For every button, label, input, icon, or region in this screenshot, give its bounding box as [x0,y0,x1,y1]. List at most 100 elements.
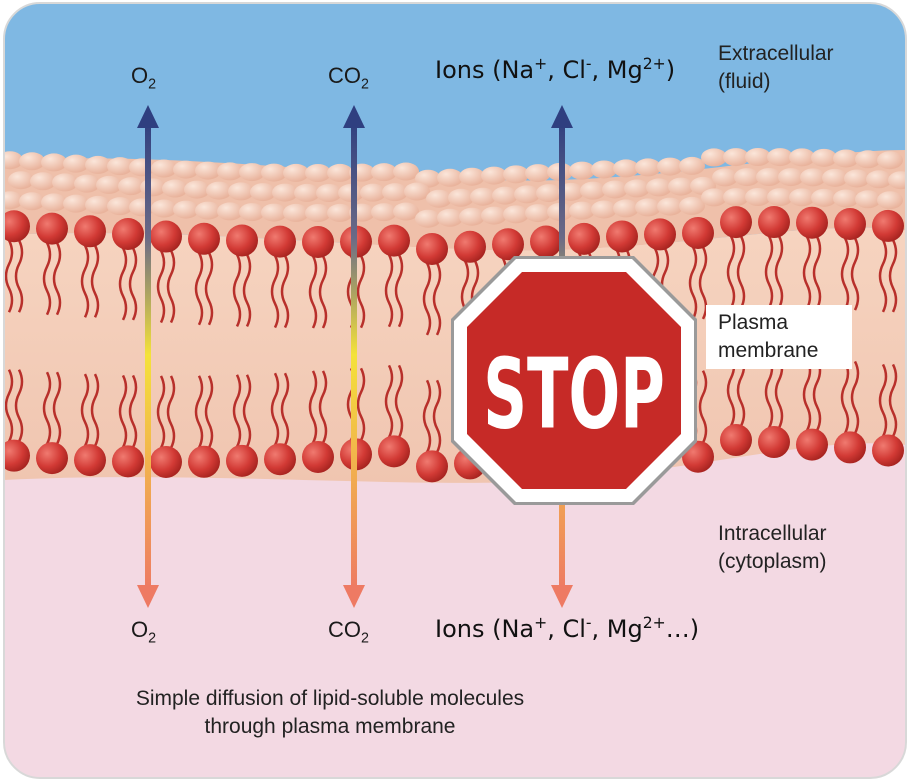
phospholipid-head [416,232,448,265]
phospholipid-head [150,445,182,478]
lipid-tail [308,255,318,329]
phospholipid-head [492,228,524,261]
lipid-tail [774,235,784,309]
membrane-surface-bump [4,151,23,170]
phospholipid-head [644,218,676,251]
lipid-tail [422,379,432,453]
membrane-surface-bump [261,203,287,222]
membrane-surface-bump [459,167,485,186]
membrane-surface-bump [525,204,551,223]
phospholipid-head [36,212,68,245]
membrane-surface-bump [173,200,199,219]
lipid-tail [736,235,746,309]
lipid-tail [356,255,366,329]
phospholipid-head [758,206,790,239]
ions-top-c: , Mg [591,56,643,84]
lipid-tail [90,244,100,318]
membrane-surface-bump [371,163,397,182]
membrane-surface-bump [63,154,89,173]
phospholipid-head [74,444,106,477]
ions-bottom-b-sup: - [585,614,592,632]
lipid-tail [394,364,404,438]
membrane-surface-bump [415,209,441,228]
membrane-surface-bump [822,168,848,187]
membrane-surface-bump [426,189,452,208]
membrane-surface-bump [437,168,463,187]
membrane-surface-bump [613,159,639,178]
membrane-surface-bump [470,187,496,206]
lipid-tail [394,254,404,328]
lipid-tail [356,367,366,441]
membrane-surface-bump [877,151,903,170]
membrane-surface-bump [811,188,837,207]
membrane-surface-bump [316,183,342,202]
lipid-tail [80,244,90,318]
membrane-surface-bump [657,197,683,216]
membrane-surface-bump [393,162,419,181]
membrane-surface-bump [162,179,188,198]
o2-top-sub: 2 [148,76,157,93]
membrane-surface-bump [74,174,100,193]
lipid-tail [90,373,100,447]
membrane-surface-bump [184,180,210,199]
membrane-surface-bump [140,178,166,197]
membrane-surface-bump [459,207,485,226]
lipid-tail [840,237,850,311]
inner-leaflet-heads [4,424,904,483]
lipid-tail [280,255,290,329]
membrane-surface-bump [239,203,265,222]
lipid-tail [422,262,432,336]
co2-top-base: CO [328,63,361,88]
membrane-surface-bump [85,155,111,174]
ions-top-b: , Cl [547,56,586,84]
extracellular-label-line1: Extracellular [718,42,834,65]
lipid-tail [232,253,242,328]
lipid-tail [128,247,138,321]
lipid-tail [688,246,698,320]
lipid-tail [878,239,888,313]
lipid-tail [850,360,860,434]
phospholipid-head [796,428,828,461]
phospholipid-head [74,215,106,248]
membrane-surface-bump [591,200,617,219]
membrane-surface-bump [85,195,111,214]
phospholipid-head [188,445,220,478]
membrane-surface-bump [294,183,320,202]
membrane-surface-bump [382,183,408,202]
phospholipid-head [4,439,30,472]
membrane-surface-bump [261,163,287,182]
membrane-surface-bump [30,172,56,191]
co2-bottom-label: CO2 [328,617,369,646]
lipid-tail [878,363,888,438]
outer-leaflet-heads [4,206,904,265]
membrane-surface-bump [404,182,430,201]
stop-text: STOP [483,339,665,452]
caption-line1: Simple diffusion of lipid-soluble molecu… [135,687,525,710]
membrane-label: Plasma membrane [718,309,818,365]
ions-bottom-b: , Cl [547,615,586,643]
membrane-surface-bump [41,153,67,172]
lipid-tail [726,235,736,309]
membrane-surface-bump [492,186,518,205]
membrane-label-line2: membrane [718,339,819,362]
membrane-surface-bump [305,163,331,182]
membrane-surface-bump [41,193,67,212]
membrane-surface-bump [877,191,903,210]
lipid-tail [42,371,52,445]
membrane-surface-bump [844,169,870,188]
ions-bottom-a: Ions (Na [435,615,535,643]
lipid-tail [318,255,328,329]
phospholipid-head [872,434,904,467]
membrane-surface-bump [206,181,232,200]
lipid-tail [156,249,166,324]
membrane-surface-bump [635,158,661,177]
o2-top-label: O2 [131,63,156,92]
membrane-surface-bump [503,205,529,224]
lipid-tail [888,363,898,438]
diagram-frame [3,2,907,779]
phospholipid-head [530,225,562,258]
membrane-surface-bump [4,191,23,210]
membrane-surface-bump [63,194,89,213]
phospholipid-head [834,431,866,464]
lipid-tail [270,372,280,446]
